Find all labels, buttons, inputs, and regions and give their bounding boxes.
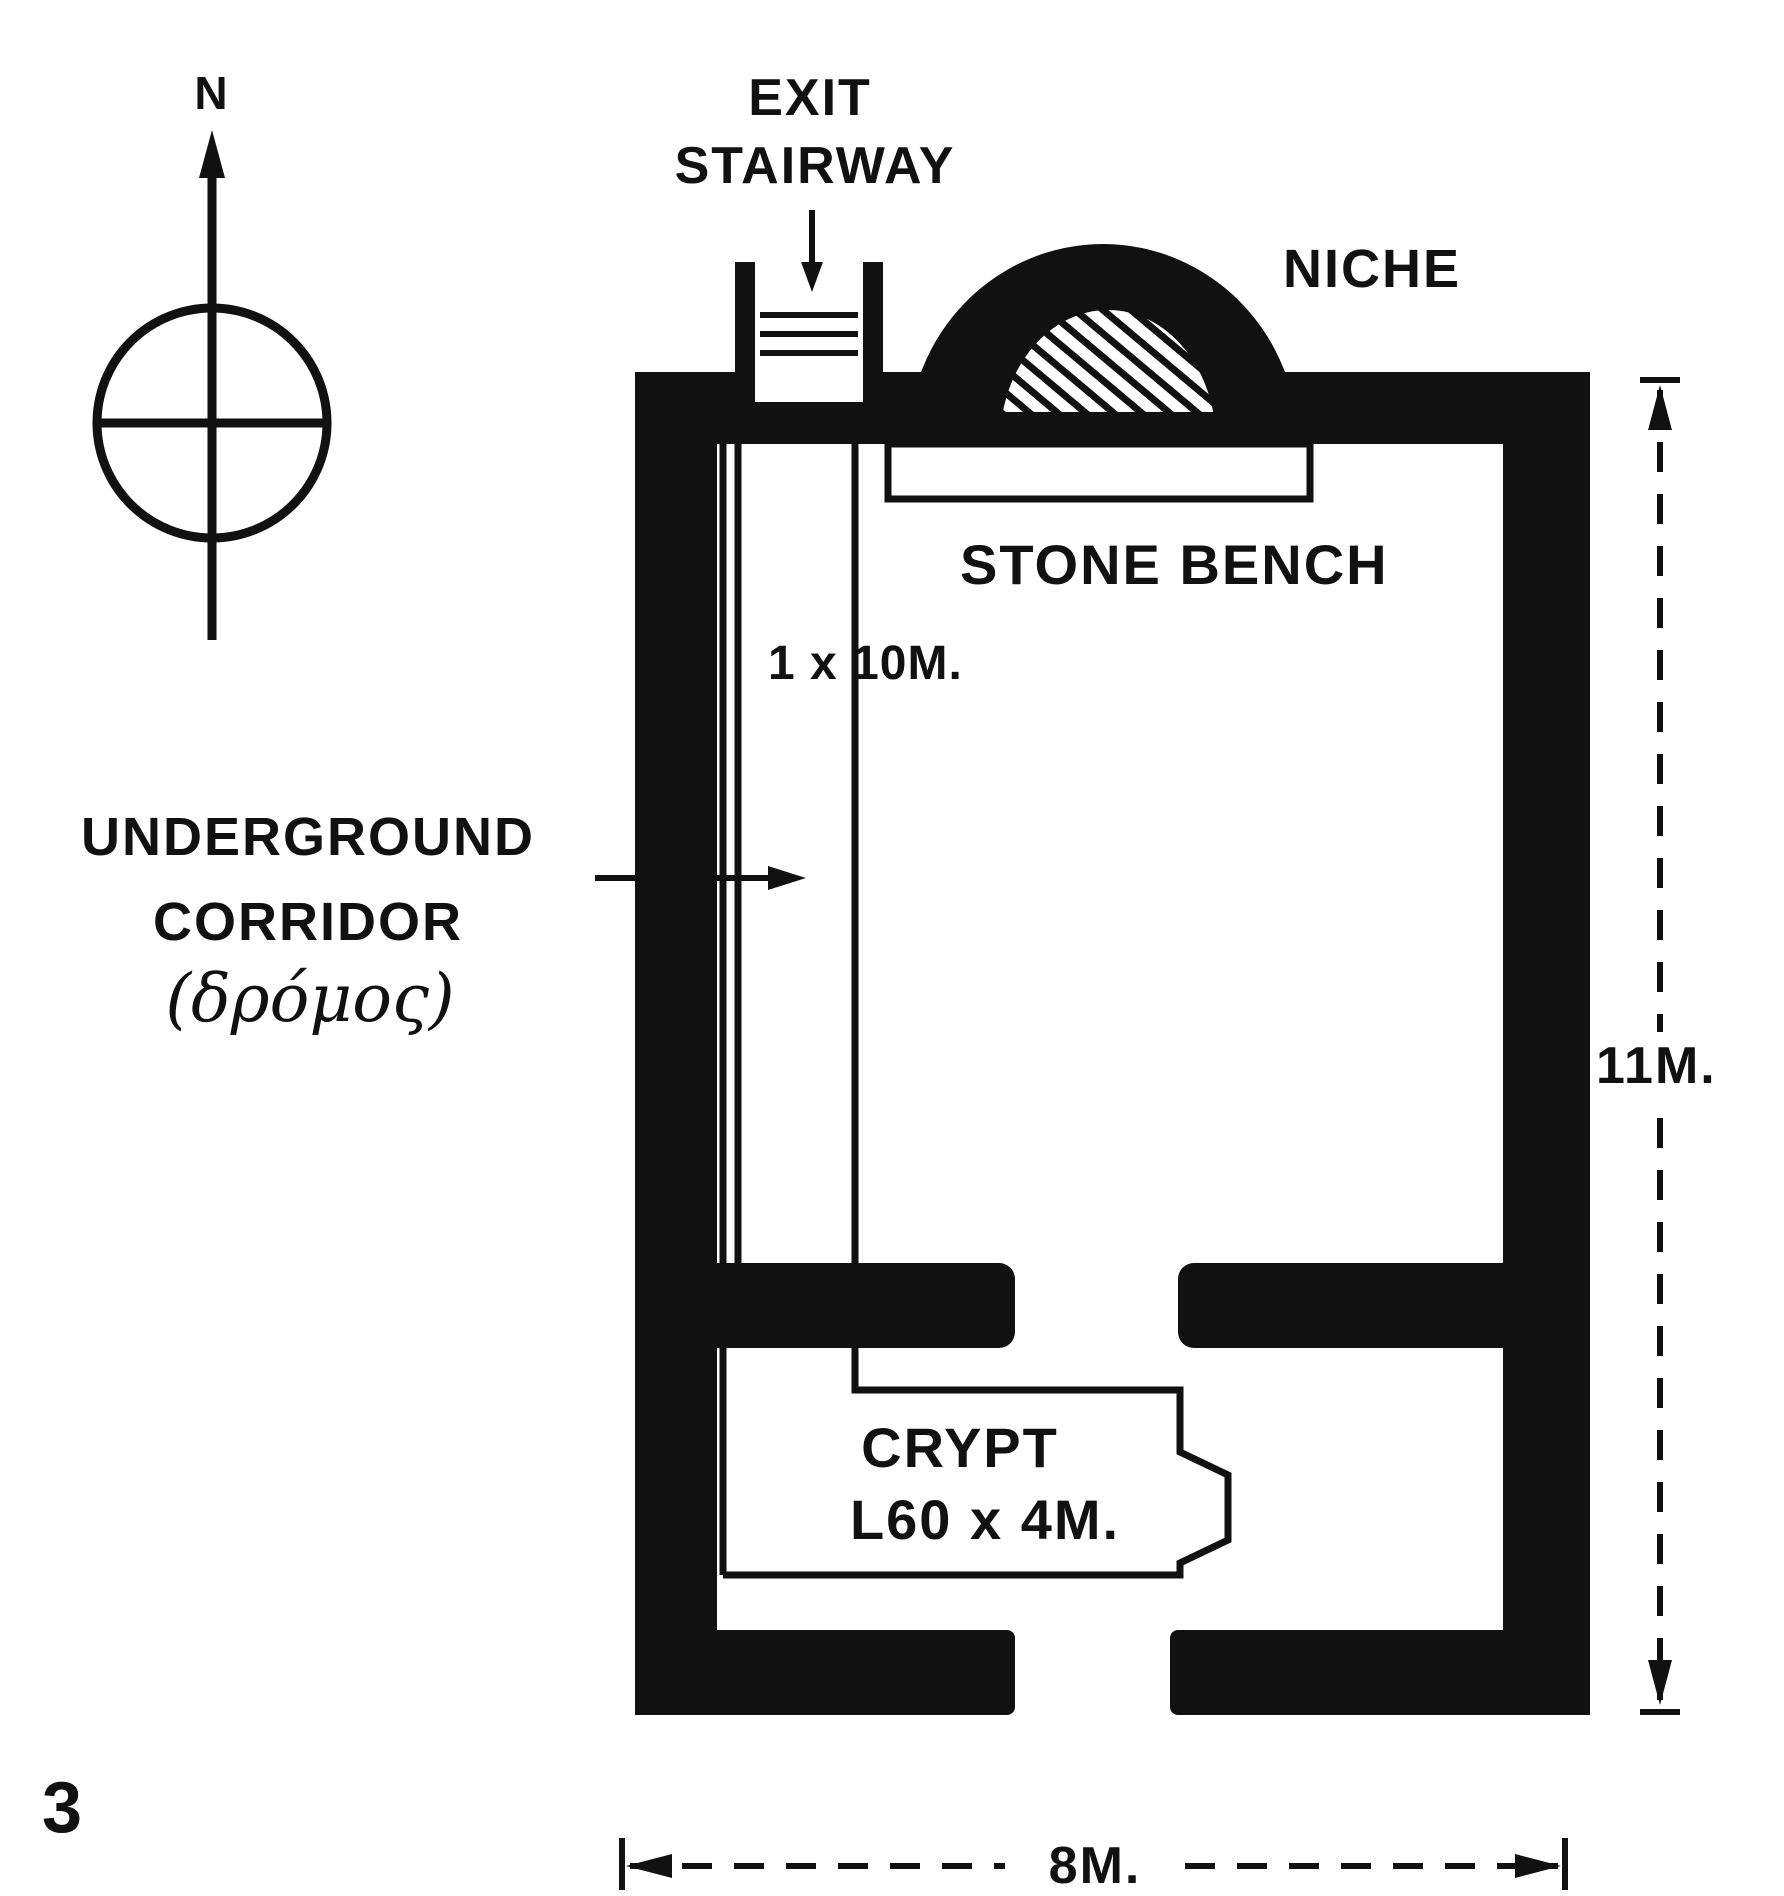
niche-label: NICHE — [1283, 239, 1462, 299]
width-dimension-line — [619, 1838, 1568, 1890]
south-wall-left — [635, 1630, 1015, 1715]
divider-wall-left — [700, 1263, 1015, 1348]
figure-number: 3 — [42, 1768, 83, 1848]
height-dimension-label: 11M. — [1596, 1032, 1717, 1100]
crypt-size-label: L60 x 4M. — [849, 1488, 1121, 1551]
width-dimension-label: 8M. — [1048, 1837, 1142, 1895]
divider-wall-right — [1178, 1263, 1518, 1348]
niche — [900, 244, 1298, 446]
corridor-arrow-icon — [595, 866, 806, 890]
west-wall — [635, 372, 717, 1715]
crypt-label-line1: CRYPT — [861, 1416, 1059, 1479]
corridor-greek-label: (δρόμος) — [165, 960, 455, 1037]
stone-bench — [884, 440, 1314, 503]
stone-bench-label: STONE BENCH — [960, 533, 1389, 596]
exit-stairway — [735, 210, 883, 402]
corridor — [719, 444, 1232, 1579]
compass-rose-icon — [92, 130, 332, 640]
south-wall-right — [1170, 1630, 1590, 1715]
east-wall — [1503, 372, 1590, 1715]
height-dimension-line — [1640, 377, 1680, 1715]
underground-corridor-label-line2: CORRIDOR — [153, 892, 463, 952]
exit-stairway-label-line2: STAIRWAY — [674, 137, 956, 195]
stairway-arrow-icon — [801, 262, 823, 292]
outer-walls — [635, 372, 1590, 1715]
north-arrow-icon — [199, 130, 225, 178]
exit-stairway-label-line1: EXIT — [748, 69, 872, 127]
corridor-size-label: 1 x 10M. — [768, 637, 963, 690]
north-label: N — [194, 67, 230, 119]
underground-corridor-label-line1: UNDERGROUND — [81, 807, 535, 867]
